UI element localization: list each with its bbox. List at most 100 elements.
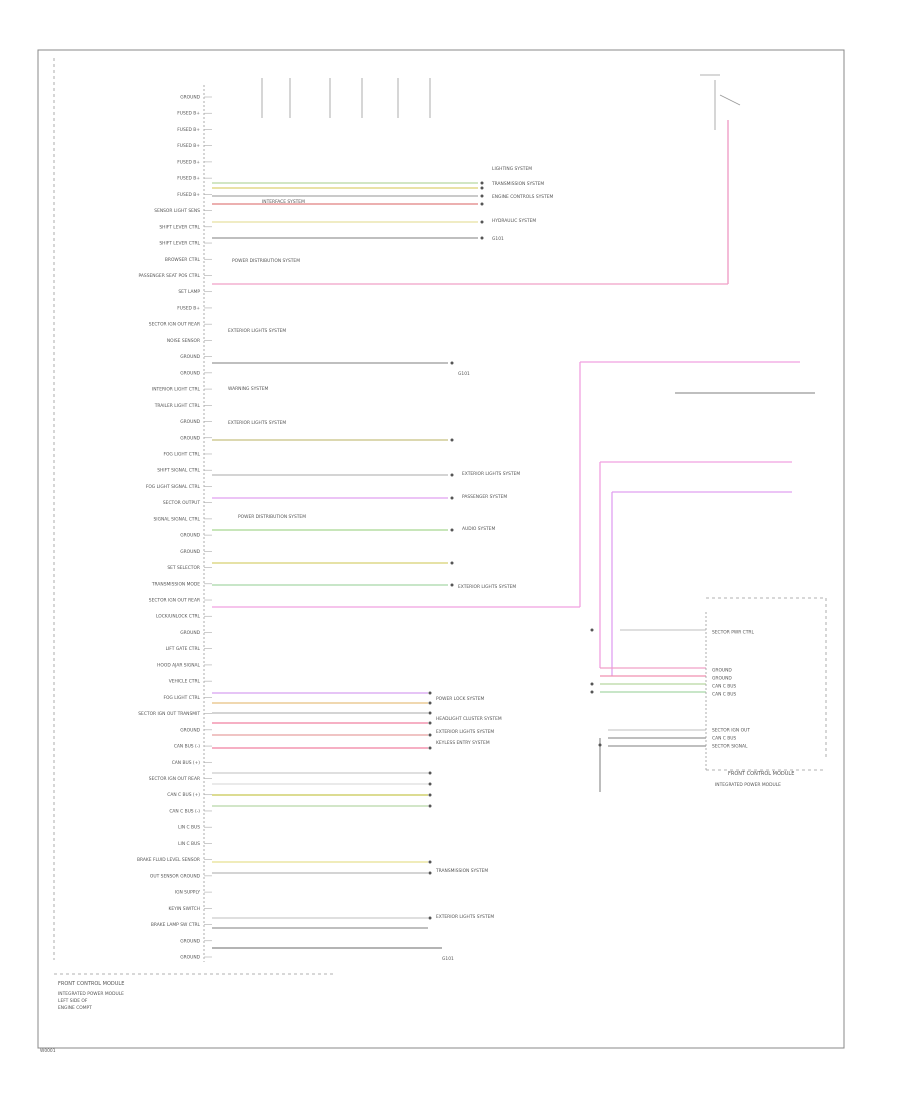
connector-dot [428,691,432,695]
pin-label: SHIFT LEVER CTRL [159,224,200,230]
pin-label: GROUND [180,938,200,944]
pin-label: GROUND [180,370,200,376]
pin-label: GROUND [180,354,200,360]
connector-dot [590,682,594,686]
connector-dot [450,496,454,500]
left-label-group: GROUND FUSED B+ FUSED B+ FUSED B+ FUSED B+ FU… [137,95,212,961]
fuse-block [261,78,431,118]
pin-label: LOCK/UNLOCK CTRL [156,614,201,620]
pin-label: GROUND [180,955,200,961]
system-label: EXTERIOR LIGHTS SYSTEM [228,328,286,334]
pin-label: PASSENGER SEAT POS CTRL [139,273,201,279]
pin-label: BRAKE FLUID LEVEL SENSOR [137,857,200,863]
pin-label: FUSED B+ [177,111,200,117]
front-module-pin-label: GROUND [712,676,732,682]
system-label: EXTERIOR LIGHTS SYSTEM [228,420,286,426]
pin-label: GROUND [180,435,200,441]
destination-label: EXTERIOR LIGHTS SYSTEM [436,729,494,735]
pin-label: INTERIOR LIGHT CTRL [152,387,201,393]
main-module-note-3: ENGINE COMPT [58,1005,92,1011]
pin-label: SET SELECTOR [167,565,200,571]
pin-label: SHIFT LEVER CTRL [159,241,200,247]
connector-dot [428,746,432,750]
front-module-pin-label: CAN C BUS [712,684,736,690]
diagram-frame [37,49,845,1049]
destination-label: EXTERIOR LIGHTS SYSTEM [458,584,516,590]
pin-label: SHIFT SIGNAL CTRL [157,468,200,474]
system-label: INTERFACE SYSTEM [262,199,305,205]
destination-label: HEADLIGHT CLUSTER SYSTEM [436,716,502,722]
pin-label: FUSED B+ [177,127,200,133]
pin-label: FUSED B+ [177,143,200,149]
pin-label: LIN C BUS [178,841,200,847]
connector-dot [428,711,432,715]
destination-label: G101 [458,371,470,377]
pin-label: GROUND [180,533,200,539]
connector-dot [428,860,432,864]
connector-dot [428,793,432,797]
main-module-note-2: LEFT SIDE OF [58,998,88,1004]
wire-group [212,181,815,949]
footer-code: W0001 [40,1048,56,1054]
front-control-module [705,597,827,771]
destination-label: HYDRAULIC SYSTEM [492,218,536,224]
front-module-title: FRONT CONTROL MODULE [728,771,794,777]
destination-label: LIGHTING SYSTEM [492,166,532,172]
front-module-pin-label: SECTOR IGN OUT [712,728,750,734]
pin-label: FUSED B+ [177,192,200,198]
block-label-group: INTERFACE SYSTEM POWER DISTRIBUTION SYSTE… [228,199,306,520]
pin-label: SECTOR IGN OUT REAR [149,598,200,604]
pin-label: BROWSER CTRL [165,257,201,263]
connector-dot [428,771,432,775]
pin-label: SET LAMP [178,289,200,295]
pin-label: CAN C BUS (-) [169,808,200,814]
connector-dot [590,628,594,632]
pin-label: FUSED B+ [177,305,200,311]
connector-dot [428,871,432,875]
connector-dot [480,202,484,206]
pin-label: OUT SENSOR GROUND [150,873,201,879]
connector-dot [450,561,454,565]
connector-dot [428,804,432,808]
destination-label: EXTERIOR LIGHTS SYSTEM [462,471,520,477]
connector-dot [598,743,602,747]
pin-label: CAN BUS (-) [174,744,200,750]
connector-dot [480,236,484,240]
pin-label: GROUND [180,95,200,101]
pin-label: FUSED B+ [177,159,200,165]
main-module-note-1: INTEGRATED POWER MODULE [58,991,124,997]
front-module-pin-label: CAN C BUS [712,692,736,698]
connector-dot [428,782,432,786]
system-label: WARNING SYSTEM [228,386,269,392]
ignition-switch [700,74,741,284]
pin-label: SECTOR IGN OUT REAR [149,776,200,782]
connector-dot [450,583,454,587]
pin-label: GROUND [180,727,200,733]
connector-dot [480,181,484,185]
pin-label: CAN BUS (+) [172,760,201,766]
connector-dot [450,361,454,365]
pin-label: NOISE SENSOR [167,338,200,344]
system-label: POWER DISTRIBUTION SYSTEM [232,258,300,264]
pin-label: LIN C BUS [178,825,200,831]
pin-label: FUSED B+ [177,176,200,182]
connector-dot [590,690,594,694]
pin-label: SECTOR OUTPUT [163,500,200,506]
connector-dot [480,194,484,198]
pin-label: BRAKE LAMP SW CTRL [151,922,201,928]
pin-label: GROUND [180,419,200,425]
pin-label: CAN C BUS (+) [167,792,200,798]
pin-label: KEYIN SWITCH [168,906,200,912]
front-module-pin-label: SECTOR SIGNAL [712,744,748,750]
front-module-pin-label: CAN C BUS [712,736,736,742]
destination-label: EXTERIOR LIGHTS SYSTEM [436,914,494,920]
pin-label: SIGNAL SIGNAL CTRL [154,516,201,522]
front-module-pin-label: SECTOR PWR CTRL [712,630,754,636]
front-module-note: INTEGRATED POWER MODULE [715,782,781,788]
connector-dot [428,721,432,725]
system-label: POWER DISTRIBUTION SYSTEM [238,514,306,520]
front-module-pin-label: GROUND [712,668,732,674]
